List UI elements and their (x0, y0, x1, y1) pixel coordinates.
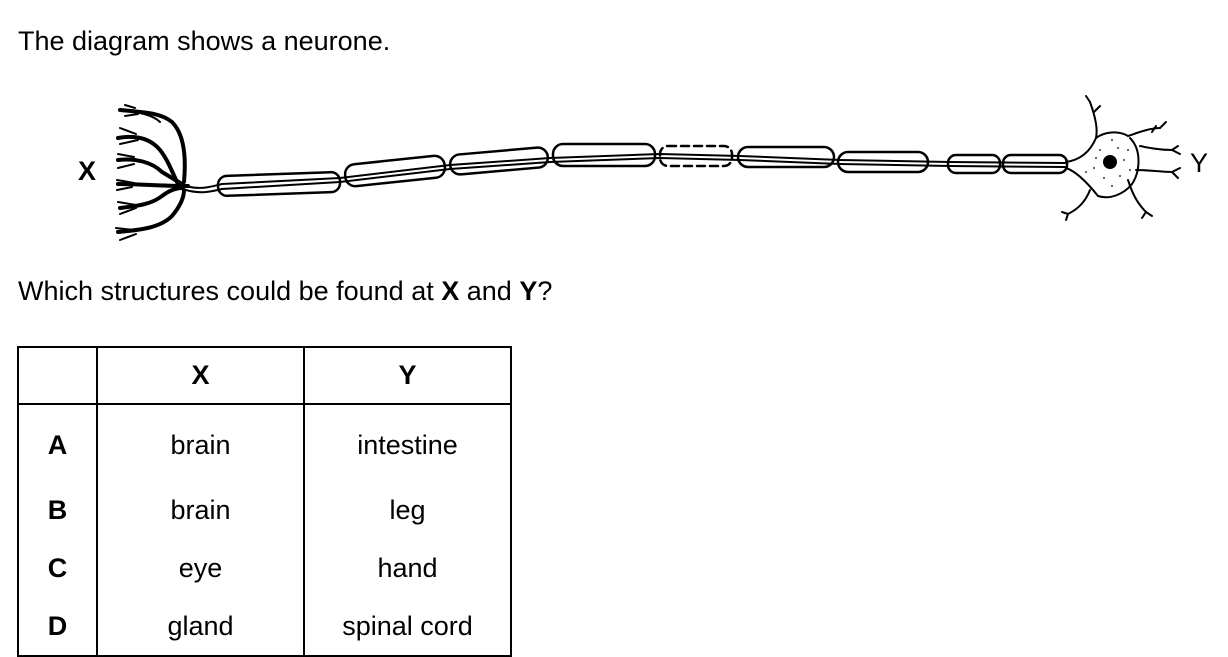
question-middle: and (459, 276, 520, 306)
question-text: Which structures could be found at X and… (18, 276, 552, 307)
diagram-label-x: X (78, 156, 97, 186)
cell-y: spinal cord (303, 597, 512, 657)
question-x: X (441, 276, 460, 306)
nucleus-dot (1103, 155, 1117, 169)
axon (185, 152, 1066, 194)
diagram-label-y: Y (1190, 148, 1209, 178)
cell-y: hand (303, 539, 512, 597)
header-y: Y (303, 346, 512, 405)
table-row: C eye hand (17, 539, 512, 597)
table-header-row: X Y (17, 346, 512, 405)
cytoplasm-stipple (1085, 139, 1131, 187)
axon-terminals (115, 104, 190, 241)
question-y: Y (519, 276, 538, 306)
question-prefix: Which structures could be found at (18, 276, 442, 306)
header-corner (17, 346, 98, 405)
answer-table: X Y A brain intestine B brain leg C eye … (17, 346, 512, 657)
cell-y: leg (303, 481, 512, 539)
cell-y: intestine (303, 404, 512, 481)
intro-text: The diagram shows a neurone. (18, 26, 391, 56)
option-label: B (17, 481, 98, 539)
question-suffix: ? (537, 276, 553, 306)
cell-body (1061, 95, 1181, 221)
option-label: C (17, 539, 98, 597)
header-x: X (96, 346, 305, 405)
table-row: D gland spinal cord (17, 597, 512, 657)
cell-x: brain (96, 481, 305, 539)
option-label: D (17, 597, 98, 657)
cell-x: gland (96, 597, 305, 657)
cell-x: eye (96, 539, 305, 597)
option-label: A (17, 404, 98, 481)
cell-x: brain (96, 404, 305, 481)
table-row: B brain leg (17, 481, 512, 539)
neurone-diagram (115, 95, 1181, 241)
table-row: A brain intestine (17, 404, 512, 481)
myelin-sheath (216, 142, 1069, 198)
